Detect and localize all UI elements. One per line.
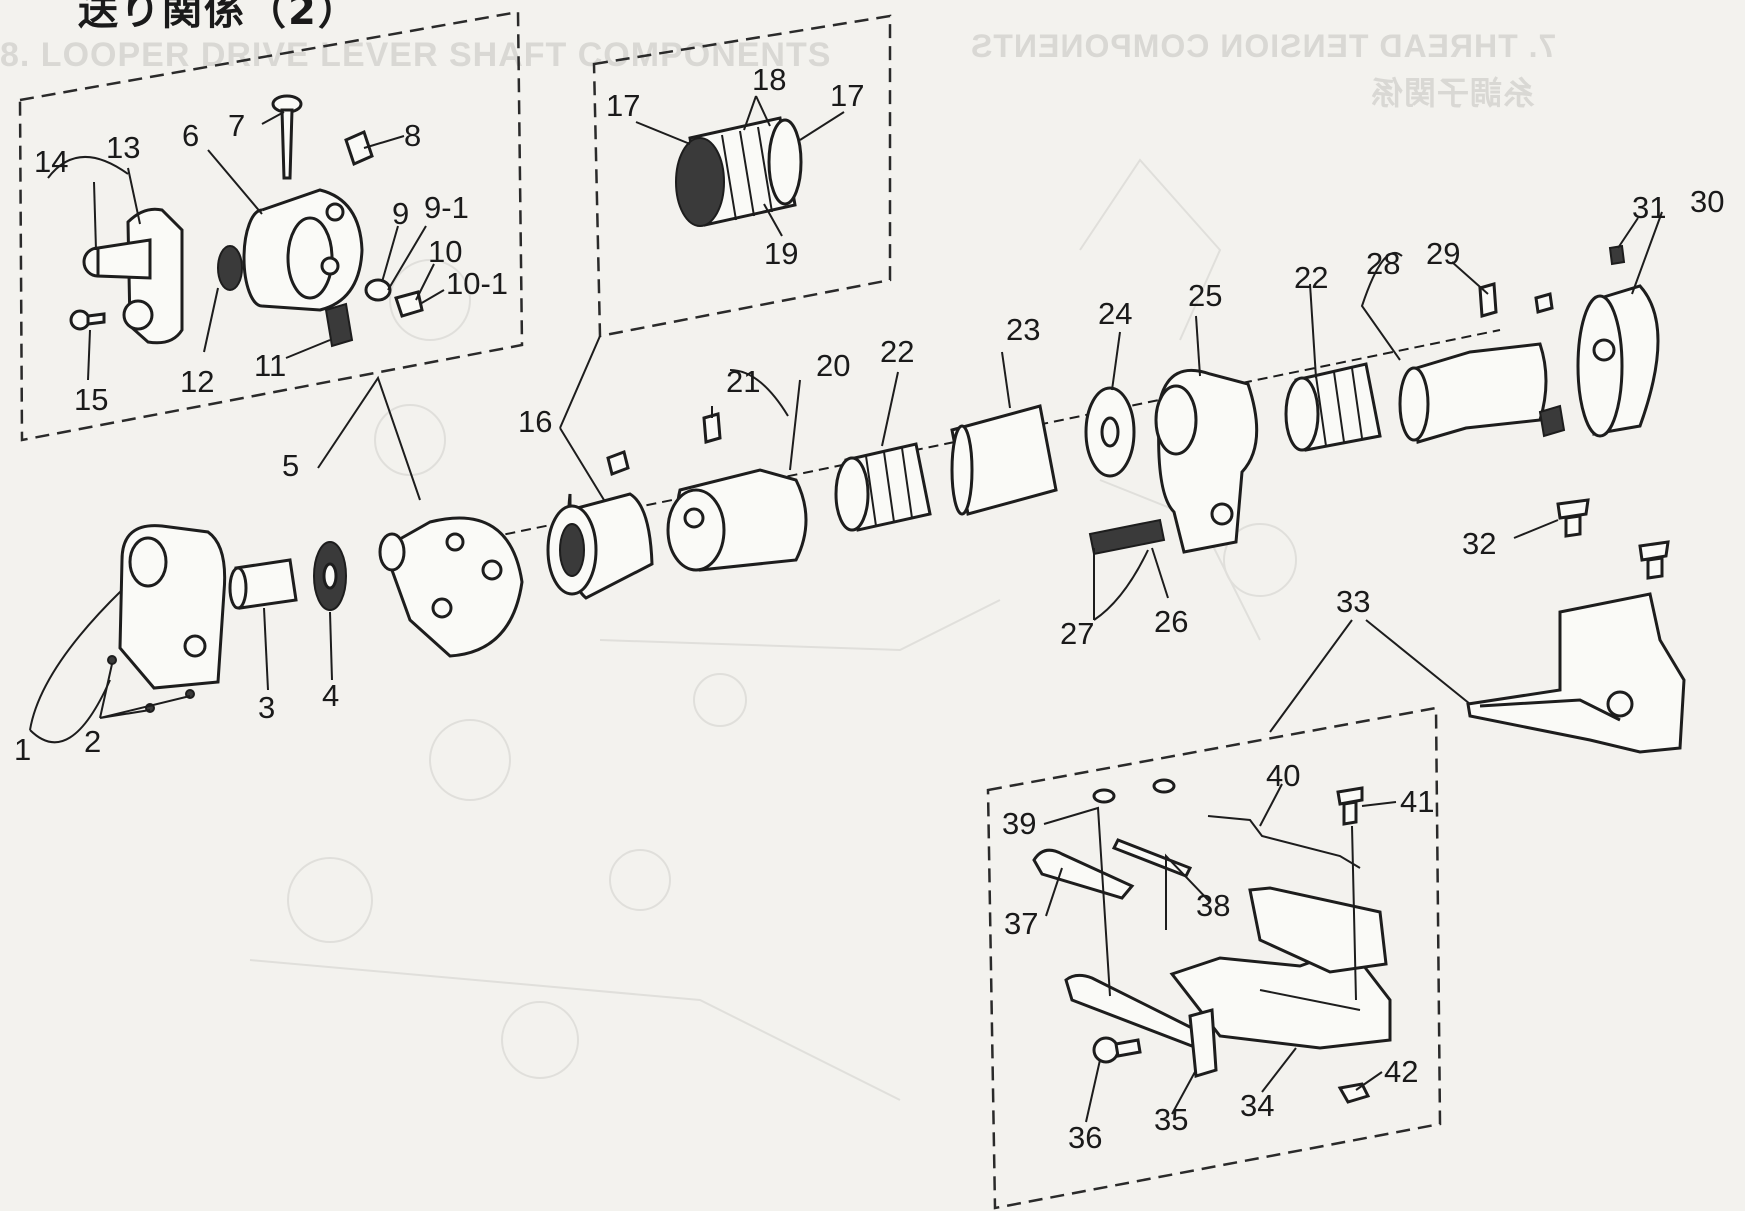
- callout-41: 41: [1400, 784, 1434, 819]
- callout-15: 15: [74, 382, 108, 417]
- callout-33: 33: [1336, 584, 1370, 619]
- part-4-washer: [313, 541, 347, 611]
- callout-17b: 17: [830, 78, 864, 113]
- part-18-bearing-detail: [675, 116, 803, 227]
- callout-16: 16: [518, 404, 552, 439]
- callout-2: 2: [84, 724, 101, 759]
- callout-35: 35: [1154, 1102, 1188, 1137]
- callout-24: 24: [1098, 296, 1132, 331]
- callout-30: 30: [1690, 184, 1724, 219]
- callout-14: 14: [34, 144, 68, 179]
- part-10-screw: [394, 290, 424, 318]
- part-15-screw: [69, 309, 106, 331]
- part-23-bushing: [950, 404, 1058, 516]
- callout-36: 36: [1068, 1120, 1102, 1155]
- inset-box-bottom: [986, 706, 1442, 1210]
- part-1-crank-lever: [118, 524, 227, 690]
- part-21-setscrew: [702, 412, 722, 444]
- callout-32: 32: [1462, 526, 1496, 561]
- part-34-needle-plate-base: [1169, 886, 1392, 1050]
- callout-17a: 17: [606, 88, 640, 123]
- inset-box-top: [592, 14, 892, 338]
- part-39-screws: [1092, 778, 1176, 804]
- callout-39: 39: [1002, 806, 1036, 841]
- callout-12: 12: [180, 364, 214, 399]
- part-11-setscrew: [324, 302, 354, 348]
- callout-7: 7: [228, 108, 245, 143]
- part-26-setscrew: [1088, 518, 1166, 556]
- part-24-washer: [1084, 386, 1136, 478]
- callout-29: 29: [1426, 236, 1460, 271]
- part-6-eccentric: [242, 188, 364, 312]
- callout-42: 42: [1384, 1054, 1418, 1089]
- part-3-sleeve: [228, 558, 298, 610]
- callout-22a: 22: [880, 334, 914, 369]
- part-36-screw: [1092, 1036, 1142, 1064]
- part-9-washer: [364, 278, 392, 302]
- callout-25: 25: [1188, 278, 1222, 313]
- callout-18: 18: [752, 62, 786, 97]
- part-32-screws: [1556, 498, 1670, 580]
- part-35-blade: [1064, 973, 1218, 1078]
- part-29-setscrew: [1478, 282, 1566, 438]
- callout-21: 21: [726, 364, 760, 399]
- page-title: 送り関係（2）: [78, 0, 360, 34]
- callout-37: 37: [1004, 906, 1038, 941]
- part-5-eccentric-cam: [378, 516, 524, 658]
- callout-11: 11: [254, 348, 286, 383]
- part-20-collar: [606, 450, 808, 572]
- inset-box-left: [18, 10, 524, 442]
- part-37-lever-plate: [1032, 848, 1135, 900]
- part-30-pulley: [1576, 284, 1660, 438]
- callout-38: 38: [1196, 888, 1230, 923]
- callout-23: 23: [1006, 312, 1040, 347]
- assembly-axis: [379, 329, 1501, 561]
- callout-8: 8: [404, 118, 421, 153]
- part-8-setscrew: [344, 129, 374, 167]
- callout-9-1: 9-1: [424, 190, 469, 225]
- callout-10: 10: [428, 234, 462, 269]
- part-42-nut: [1337, 1082, 1371, 1104]
- part-22a-needle-bearing: [834, 442, 932, 532]
- callout-40: 40: [1266, 758, 1300, 793]
- callout-19: 19: [764, 236, 798, 271]
- callout-1: 1: [14, 732, 31, 767]
- callout-labels: 1 2 3 4 5 6 7 8 9 9-1 10 10-1 11 12 13 1…: [14, 62, 1724, 1155]
- callout-3: 3: [258, 690, 275, 725]
- part-31-setscrew: [1534, 244, 1626, 314]
- callout-28: 28: [1366, 246, 1400, 281]
- part-16-bearing-housing: [546, 492, 654, 600]
- callout-6: 6: [182, 118, 199, 153]
- part-12-spring: [217, 245, 243, 291]
- callout-31: 31: [1632, 190, 1666, 225]
- part-25-drive-lever: [1154, 368, 1259, 554]
- part-7-screw: [271, 94, 303, 180]
- part-41-screw: [1336, 786, 1364, 826]
- callout-5: 5: [282, 448, 299, 483]
- callout-10-1: 10-1: [446, 266, 508, 301]
- callout-22b: 22: [1294, 260, 1328, 295]
- part-28-bushing: [1398, 342, 1548, 444]
- callout-4: 4: [322, 678, 339, 713]
- ghost-heading-left: 8. LOOPER DRIVE LEVER SHAFT COMPONENTS: [0, 36, 832, 74]
- leader-lines: [29, 95, 1663, 1123]
- part-22b-needle-bearing: [1284, 362, 1382, 452]
- part-33-looper-bracket: [1466, 592, 1686, 754]
- callout-26: 26: [1154, 604, 1188, 639]
- part-13-crank: [82, 207, 184, 345]
- callout-13: 13: [106, 130, 140, 165]
- callout-27: 27: [1060, 616, 1094, 651]
- callout-9: 9: [392, 196, 409, 231]
- callout-34: 34: [1240, 1088, 1274, 1123]
- part-40-wire-spring: [1207, 815, 1361, 869]
- callout-20: 20: [816, 348, 850, 383]
